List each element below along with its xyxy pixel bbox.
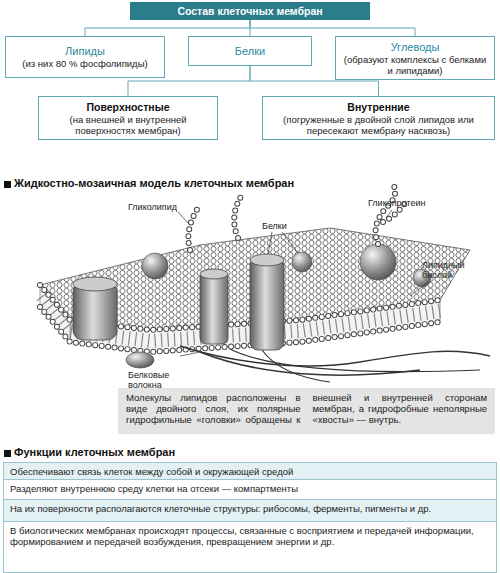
box-heading: Состав клеточных мембран: [177, 5, 322, 17]
box-heading: Внутренние: [347, 101, 409, 114]
protein-type-box: Внутренние(погруженные в двойной слой ли…: [262, 96, 495, 140]
membrane-protein: [73, 277, 117, 291]
sugar-chain: [376, 186, 406, 244]
protein-fiber: [262, 350, 330, 382]
box-text: (образуют комплексы с белками и липидами…: [342, 54, 488, 76]
box-text: (из них 80 % фосфолипиды): [22, 58, 147, 69]
caption-box: Молекулы липидов расположены в виде двой…: [118, 388, 495, 434]
category-box: Белки: [188, 36, 312, 66]
box-heading: Углеводы: [391, 41, 440, 54]
tree-connector: [128, 66, 250, 96]
box-text: (погруженные в двойной слой липидов или …: [269, 114, 488, 136]
section-bullet: [4, 450, 11, 457]
protein-fiber: [230, 349, 480, 372]
sugar-chain: [234, 192, 244, 238]
part-label: Гликопротеин: [368, 198, 425, 208]
membrane-protein: [200, 269, 228, 279]
membrane-protein: [126, 352, 154, 368]
leader-line: [410, 282, 428, 296]
leader-line: [386, 210, 392, 218]
box-heading: Белки: [235, 45, 265, 58]
part-label: Липидный бислой: [422, 260, 472, 280]
section-heading: Функции клеточных мембран: [14, 446, 175, 458]
section-bullet: [4, 181, 11, 188]
table-cell: Разделяют внутреннюю среду клетки на отс…: [3, 480, 497, 500]
tree-connector: [250, 66, 379, 96]
table-cell: В биологических мембранах происходят про…: [3, 522, 497, 573]
protein-fiber: [180, 346, 490, 366]
box-heading: Молекулы липидов расположены в виде двой…: [126, 392, 487, 425]
membrane-protein: [200, 272, 228, 344]
header-bar: Состав клеточных мембран: [130, 2, 370, 20]
section-heading: Жидкостно-мозаичная модель клеточных мем…: [14, 177, 294, 189]
leader-line: [268, 232, 298, 254]
leader-line: [180, 352, 200, 356]
membrane-protein: [250, 258, 284, 350]
sugar-chain: [234, 192, 244, 238]
category-box: Углеводы(образуют комплексы с белками и …: [335, 36, 495, 80]
tree-connector: [250, 20, 251, 36]
leader-line: [178, 212, 189, 224]
sugar-chain: [188, 205, 200, 250]
category-box: Липиды(из них 80 % фосфолипиды): [5, 36, 165, 78]
membrane-protein: [142, 253, 168, 279]
protein-type-box: Поверхностные(на внешней и внутренней по…: [38, 96, 218, 140]
tree-connector: [85, 20, 250, 36]
membrane-protein: [250, 254, 284, 266]
part-label: Гликолипид: [128, 202, 177, 212]
membrane-protein: [292, 252, 312, 272]
part-label: Белковые волокна: [128, 370, 180, 390]
sugar-chain: [188, 205, 200, 250]
membrane-protein: [360, 244, 396, 280]
table-cell: Обеспечивают связь клеток между собой и …: [3, 462, 497, 480]
table-cell: На их поверхности располагаются клеточны…: [3, 500, 497, 522]
box-text: (на внешней и внутренней поверхностях ме…: [45, 114, 211, 136]
box-heading: Поверхностные: [87, 101, 170, 114]
tree-connector: [250, 20, 415, 36]
sugar-chain: [376, 186, 406, 244]
part-label: Белки: [262, 221, 287, 231]
box-heading: Липиды: [65, 45, 105, 58]
